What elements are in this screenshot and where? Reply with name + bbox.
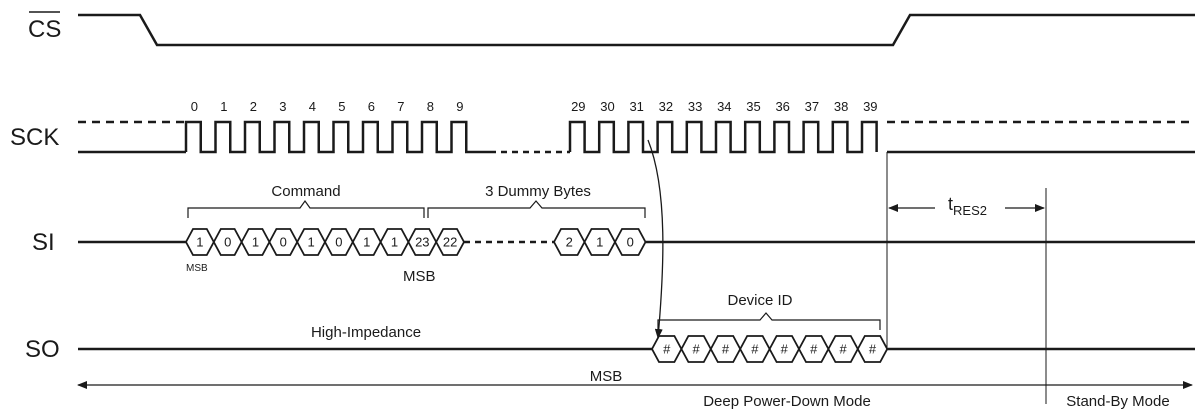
clock-number: 3: [279, 99, 286, 114]
clock-number: 33: [688, 99, 702, 114]
dummy-bytes-label: 3 Dummy Bytes: [485, 183, 591, 200]
command-label: Command: [271, 183, 340, 200]
command-brace: [187, 199, 425, 218]
si-msb-small-label: MSB: [186, 263, 208, 274]
clock-number: 36: [775, 99, 789, 114]
clock-number: 5: [338, 99, 345, 114]
bit-cell: [613, 228, 647, 256]
si-tail-bit-cells: 2 1 0: [552, 228, 647, 256]
clock-number: 31: [629, 99, 643, 114]
bit-value: #: [722, 342, 730, 357]
bit-value: 1: [596, 235, 603, 250]
bit-value: 1: [307, 235, 314, 250]
clock-to-output-arrow: [647, 139, 664, 339]
clock-number: 7: [397, 99, 404, 114]
device-id-brace: [657, 312, 881, 330]
si-signal-label: SI: [32, 229, 55, 256]
clock-number: 9: [456, 99, 463, 114]
clock-number: 8: [427, 99, 434, 114]
sck-pulses-29-39: [568, 120, 878, 154]
bit-value: 1: [363, 235, 370, 250]
bit-value: #: [810, 342, 818, 357]
clock-number: 6: [368, 99, 375, 114]
device-id-label: Device ID: [727, 292, 792, 309]
bit-value: 1: [252, 235, 259, 250]
clock-numbers-29-39: 29 30 31 32 33 34 35 36 37 38 39: [571, 99, 877, 114]
sck-waveform: [78, 120, 1195, 154]
cs-waveform: [78, 13, 1195, 47]
clock-number: 34: [717, 99, 731, 114]
bit-value: 2: [566, 235, 573, 250]
sck-pulses-0-9: [184, 120, 490, 154]
bit-value: 0: [627, 235, 634, 250]
clock-number: 4: [309, 99, 316, 114]
clock-number: 1: [220, 99, 227, 114]
bit-value: 22: [443, 235, 457, 250]
clock-number: 30: [600, 99, 614, 114]
clock-numbers-0-9: 0 1 2 3 4 5 6 7 8 9: [191, 99, 464, 114]
so-signal-label: SO: [25, 336, 60, 363]
clock-number: 39: [863, 99, 877, 114]
bit-value: 0: [335, 235, 342, 250]
cs-signal-label: CS: [28, 16, 61, 43]
bit-value: #: [663, 342, 671, 357]
bit-value: #: [692, 342, 700, 357]
bit-value: #: [839, 342, 847, 357]
bit-value: #: [781, 342, 789, 357]
high-impedance-label: High-Impedance: [311, 324, 421, 341]
si-bit-cells: 1 0 1 0 1 0 1 1 23 22: [184, 228, 466, 256]
deep-power-down-label: Deep Power-Down Mode: [703, 393, 871, 410]
clock-number: 0: [191, 99, 198, 114]
clock-number: 38: [834, 99, 848, 114]
standby-mode-label: Stand-By Mode: [1066, 393, 1169, 410]
so-msb-label: MSB: [590, 368, 623, 385]
bit-value: 1: [196, 235, 203, 250]
bit-value: 23: [415, 235, 429, 250]
bit-value: 0: [224, 235, 231, 250]
si-msb-label: MSB: [403, 268, 436, 285]
bit-value: 0: [280, 235, 287, 250]
bit-value: #: [869, 342, 877, 357]
sck-signal-label: SCK: [10, 124, 59, 151]
clock-number: 32: [659, 99, 673, 114]
so-waveform: # # # # # # # #: [78, 335, 1195, 363]
clock-number: 29: [571, 99, 585, 114]
clock-number: 37: [805, 99, 819, 114]
clock-number: 35: [746, 99, 760, 114]
bit-value: 1: [391, 235, 398, 250]
bit-value: #: [751, 342, 759, 357]
dummy-bytes-brace: [427, 200, 646, 218]
tres2-label: tRES2: [948, 194, 987, 218]
so-device-id-cells: # # # # # # # #: [650, 335, 889, 363]
tres2-label-background: [935, 194, 1005, 218]
clock-number: 2: [250, 99, 257, 114]
